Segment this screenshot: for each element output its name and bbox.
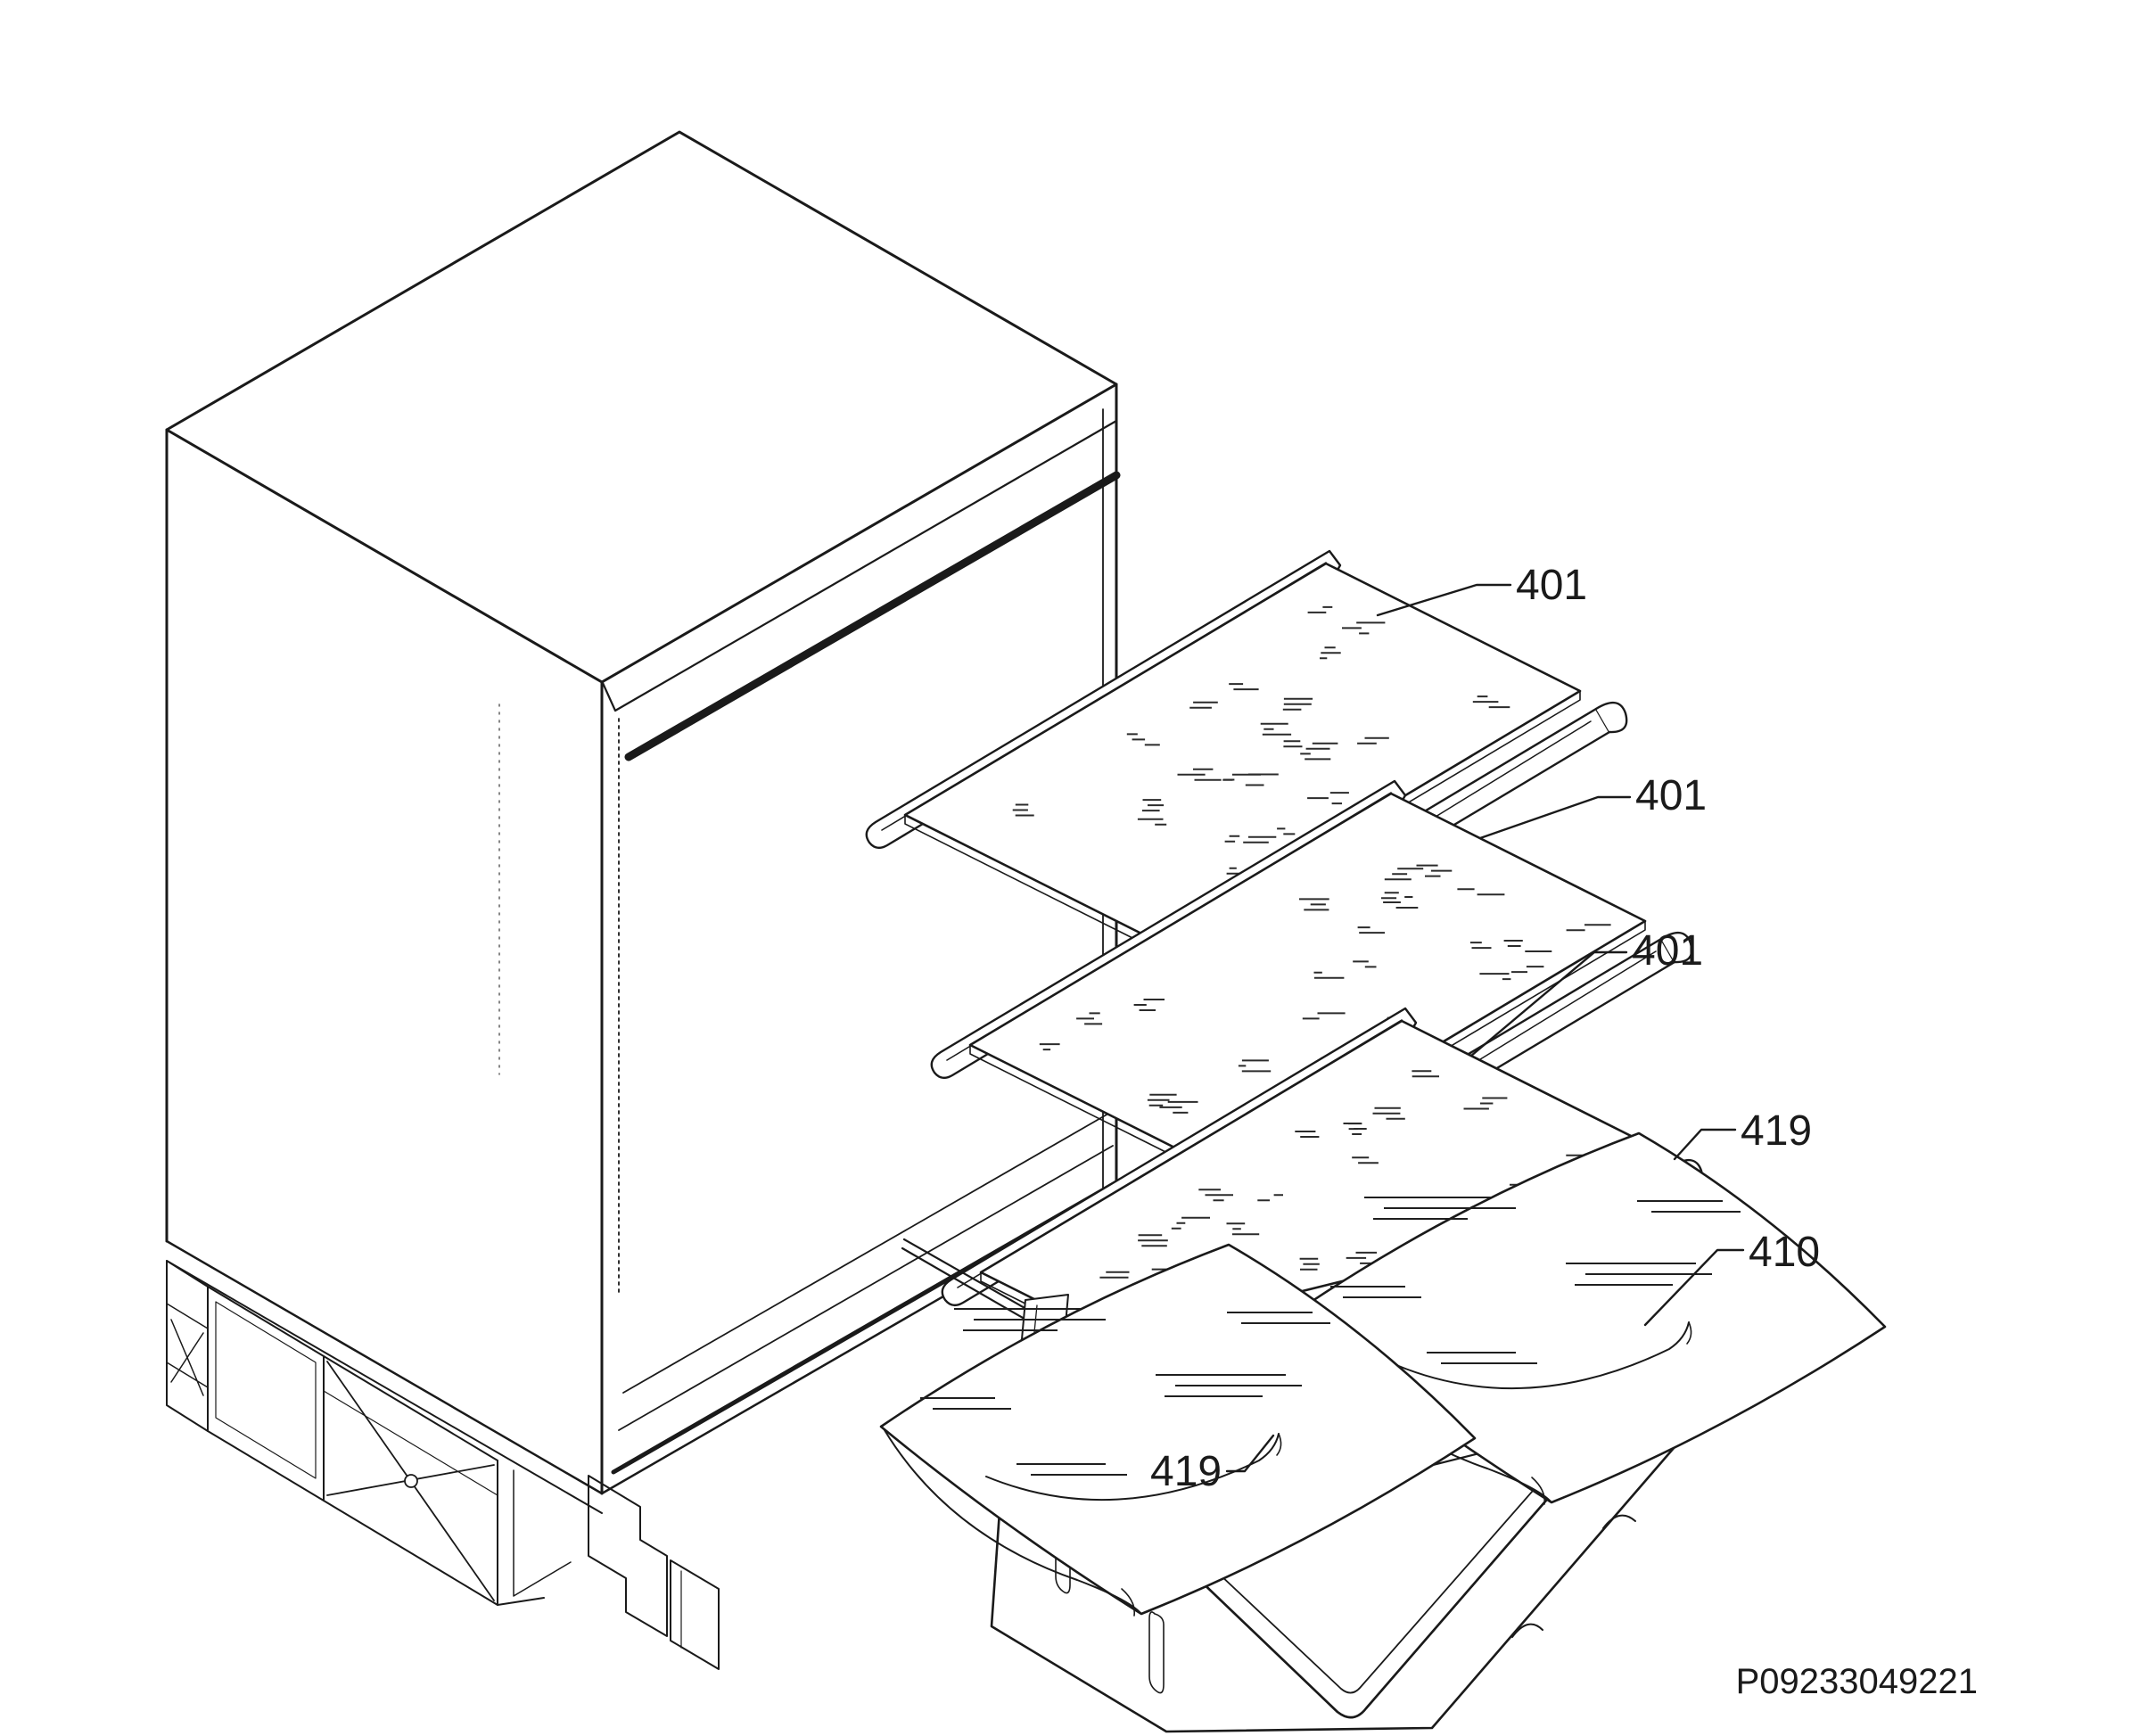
base-front-foot-bracket bbox=[670, 1559, 720, 1670]
base-right-strut-inner bbox=[513, 1469, 572, 1597]
base-right-strut bbox=[497, 1460, 545, 1606]
leader-401-top bbox=[1376, 583, 1512, 617]
callout-419-upper-cushion: 419 bbox=[1741, 1107, 1812, 1155]
leader-419-upper bbox=[1673, 1128, 1737, 1161]
leader-410 bbox=[1643, 1248, 1745, 1327]
callout-leader-lines bbox=[1225, 583, 1745, 1473]
base-panel-inner bbox=[215, 1301, 317, 1479]
base-top-rail bbox=[166, 1260, 603, 1514]
leader-401-bottom bbox=[1469, 950, 1628, 1057]
cabinet-top-sill-band bbox=[624, 471, 1121, 761]
shelf-rail-end-cap bbox=[1594, 702, 1628, 734]
part-number-label: P09233049221 bbox=[1736, 1662, 1978, 1701]
drawer-wall-rib bbox=[1148, 1611, 1165, 1694]
shelf-speckles bbox=[1012, 605, 1510, 880]
callout-401-middle-shelf: 401 bbox=[1635, 772, 1707, 819]
leader-419-lower bbox=[1225, 1434, 1275, 1473]
cabinet-base-frame bbox=[166, 1260, 720, 1670]
callout-401-top-shelf: 401 bbox=[1516, 562, 1587, 609]
drawer-foot-bumps bbox=[1511, 1514, 1636, 1638]
leader-401-middle bbox=[1478, 795, 1632, 840]
callout-410-drawer: 410 bbox=[1749, 1229, 1820, 1276]
cabinet-floor-inner-edge bbox=[622, 1113, 1109, 1394]
cabinet-left-bottom-edge bbox=[165, 1239, 604, 1495]
callout-419-lower-cushion: 419 bbox=[1150, 1448, 1222, 1495]
base-front-foot bbox=[588, 1475, 668, 1637]
cabinet-floor-front-edge bbox=[618, 1145, 1114, 1431]
callout-labels: 401 401 401 419 410 419 P09233049221 bbox=[1150, 562, 1978, 1701]
callout-401-bottom-shelf: 401 bbox=[1632, 927, 1703, 975]
base-x-hub bbox=[404, 1474, 418, 1488]
cabinet-top-frame-inner bbox=[601, 419, 1118, 712]
shelf-speckle-pattern bbox=[1012, 605, 1510, 880]
base-mid-rail bbox=[323, 1390, 498, 1496]
shelves-401-group bbox=[865, 549, 1704, 1452]
base-left-bracing bbox=[166, 1303, 209, 1396]
shelf-rail-end-cap bbox=[1659, 932, 1693, 964]
